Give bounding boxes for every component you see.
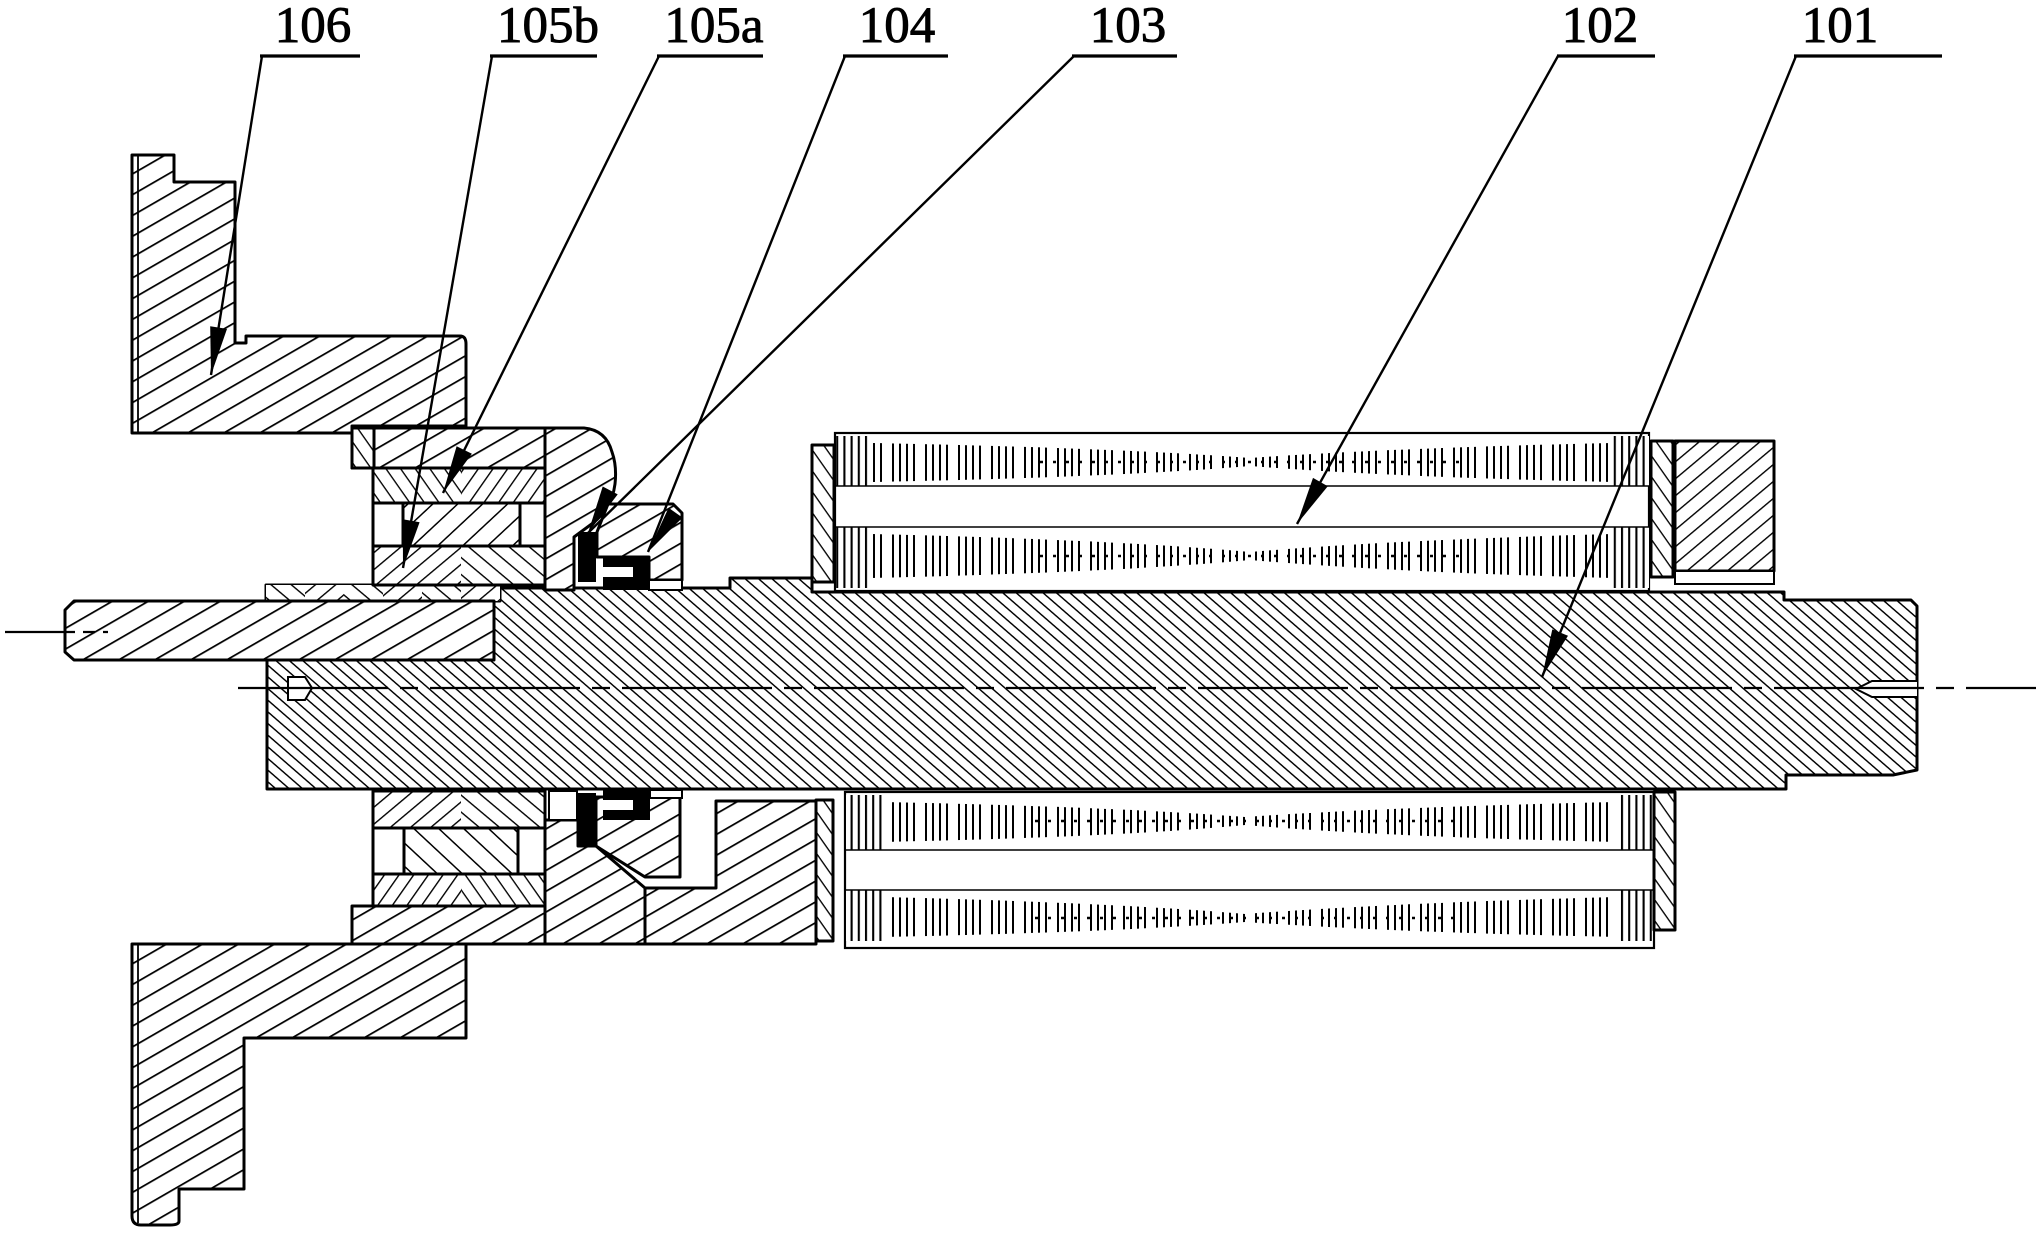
svg-text:104: 104 bbox=[859, 0, 936, 54]
svg-text:101: 101 bbox=[1802, 0, 1879, 54]
svg-text:106: 106 bbox=[275, 0, 352, 54]
svg-text:103: 103 bbox=[1090, 0, 1167, 54]
svg-text:105b: 105b bbox=[497, 0, 599, 54]
svg-text:102: 102 bbox=[1562, 0, 1639, 54]
svg-text:105a: 105a bbox=[664, 0, 763, 54]
